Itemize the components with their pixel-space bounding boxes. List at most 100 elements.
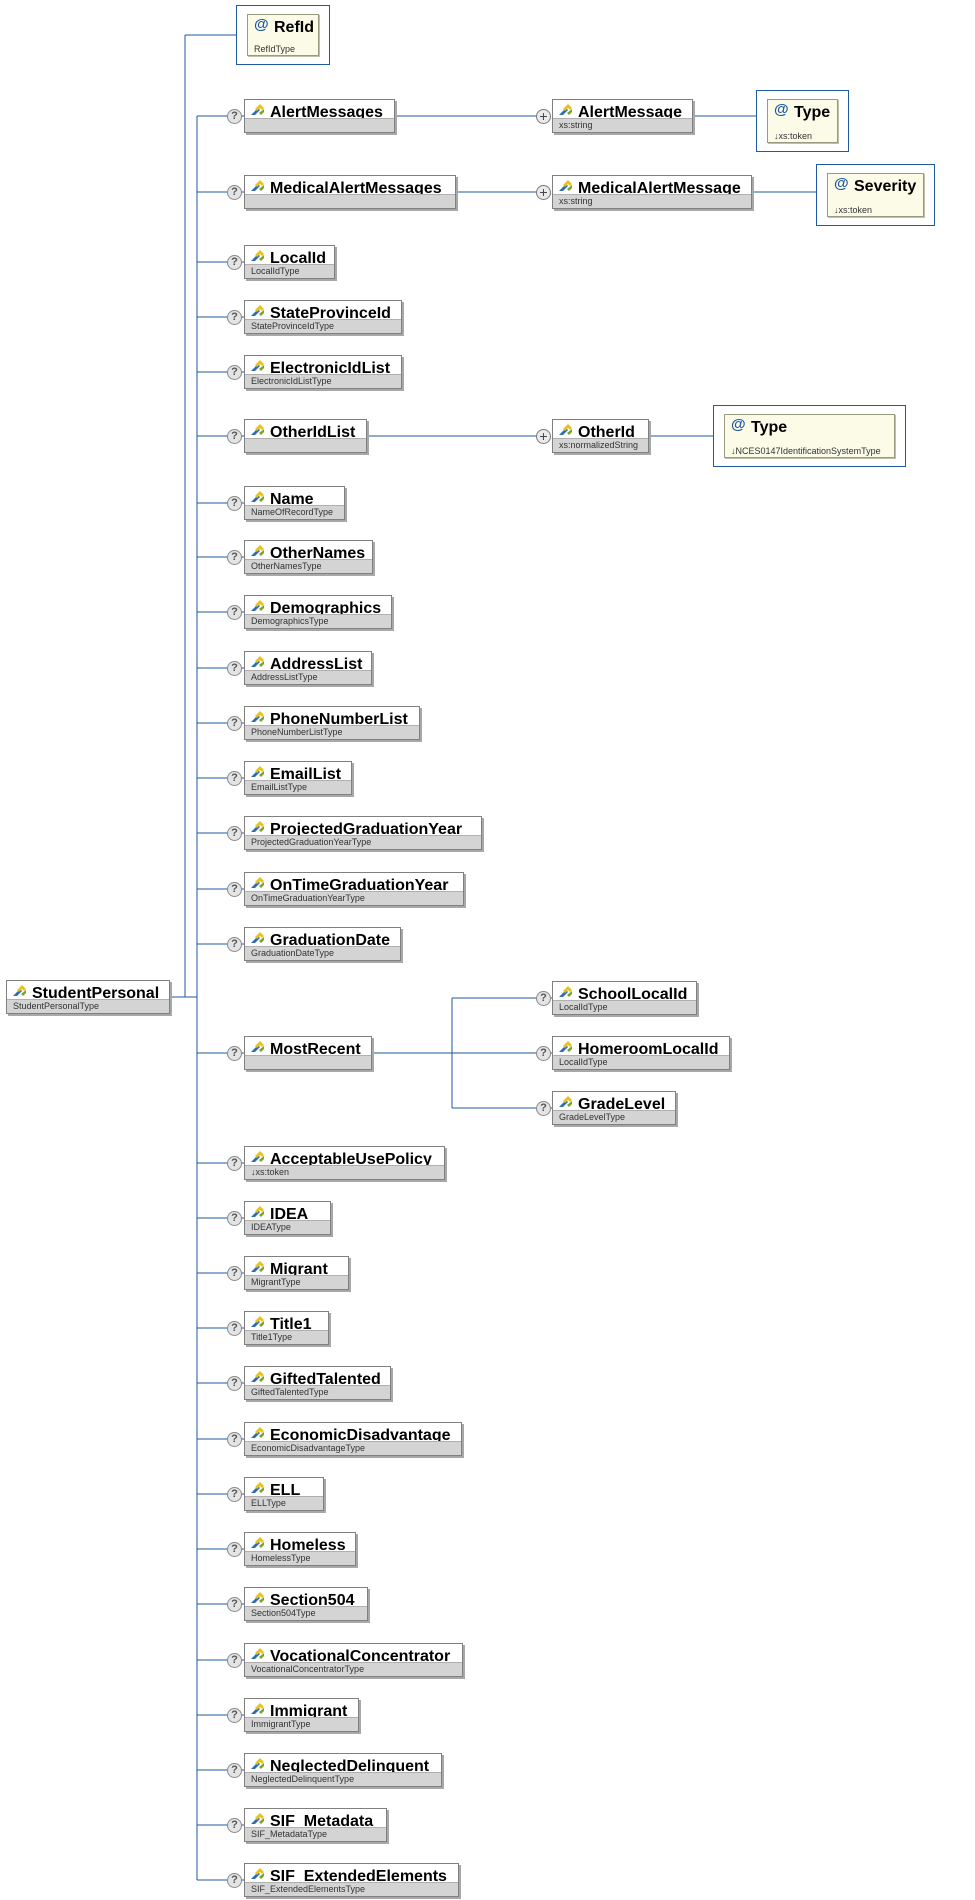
attribute-wrapper-medicalalertmessage: @Severity↓xs:token [816,164,935,226]
sequence-expand-icon[interactable]: + [536,429,551,444]
element-name: StudentPersonal [32,985,160,1002]
attribute-type: RefIdType [254,44,296,54]
element-name: AddressList [270,656,363,673]
element-icon [251,250,264,261]
element-type: NeglectedDelinquentType [245,1772,441,1786]
element-icon [559,104,572,115]
element-icon [251,180,264,191]
optional-marker: ? [227,1156,242,1171]
element-type [245,1055,371,1069]
element-type: xs:normalizedString [553,438,648,452]
element-name: EconomicDisadvantage [270,1427,451,1444]
attribute-box[interactable]: @Severity↓xs:token [827,173,924,217]
attribute-box[interactable]: @ Type ↓NCES0147IdentificationSystemType [724,414,895,458]
optional-marker: ? [227,255,242,270]
optional-marker: ? [227,429,242,444]
element-medicalalertmessages[interactable]: MedicalAlertMessages [244,175,456,209]
element-name: Title1 [270,1316,312,1333]
optional-marker: ? [227,1046,242,1061]
attribute-box[interactable]: @Type↓xs:token [767,99,838,143]
optional-marker: ? [227,1818,242,1833]
element-name: Demographics [270,600,382,617]
element-type: EconomicDisadvantageType [245,1441,461,1455]
element-type: ElectronicIdListType [245,374,401,388]
element-icon [559,986,572,997]
element-type: ELLType [245,1496,323,1510]
element-name: AcceptableUsePolicy [270,1151,432,1168]
element-name: GraduationDate [270,932,391,949]
element-type: VocationalConcentratorType [245,1662,462,1676]
element-icon [559,424,572,435]
attribute-type: ↓xs:token [774,131,813,141]
element-icon [251,1537,264,1548]
optional-marker: ? [227,185,242,200]
element-type: GraduationDateType [245,946,400,960]
element-name: MedicalAlertMessage [578,180,741,197]
element-otheridlist[interactable]: OtherIdList [244,419,367,453]
element-alertmessages[interactable]: AlertMessages [244,99,395,133]
element-icon [251,545,264,556]
element-name: Homeless [270,1537,346,1554]
element-name: Section504 [270,1592,355,1609]
element-mostrecent[interactable]: MostRecent [244,1036,372,1070]
element-name: LocalId [270,250,327,267]
element-name: StateProvinceId [270,305,391,322]
attribute-at-icon: @ [731,416,746,433]
element-icon [251,1151,264,1162]
attribute-type: ↓xs:token [834,205,873,215]
element-icon [251,491,264,502]
sequence-expand-icon[interactable]: + [536,109,551,124]
element-icon [559,180,572,191]
element-type [245,194,455,208]
sequence-expand-icon[interactable]: + [536,185,551,200]
element-acceptableusepolicy[interactable]: AcceptableUsePolicy↓xs:token [244,1146,445,1180]
optional-marker: ? [227,605,242,620]
element-name: SIF_ExtendedElements [270,1868,447,1885]
element-name: SchoolLocalId [578,986,688,1003]
element-name: Immigrant [270,1703,348,1720]
element-name: MedicalAlertMessages [270,180,442,197]
optional-marker: ? [227,937,242,952]
attribute-type: ↓NCES0147IdentificationSystemType [731,446,881,456]
element-name: ELL [270,1482,301,1499]
attribute-name: Type [751,419,788,436]
element-type: ProjectedGraduationYearType [245,835,481,849]
element-type: SIF_MetadataType [245,1827,386,1841]
element-icon [251,360,264,371]
optional-marker: ? [227,661,242,676]
